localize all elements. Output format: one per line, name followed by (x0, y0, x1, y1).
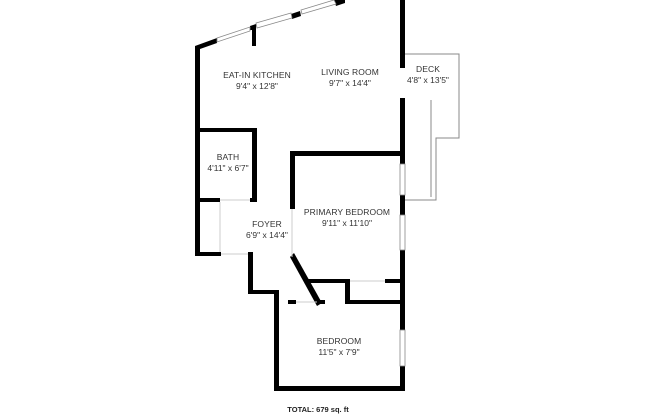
room-label-bath: BATH 4'11" x 6'7" (207, 152, 248, 174)
room-label-foyer: FOYER 6'9" x 14'4" (246, 219, 288, 241)
room-dimensions: 4'11" x 6'7" (207, 163, 249, 173)
room-label-eat-in-kitchen: EAT-IN KITCHEN 9'4" x 12'8" (223, 70, 291, 92)
room-dimensions: 9'4" x 12'8" (236, 81, 278, 91)
room-label-deck: DECK 4'8" x 13'5" (407, 64, 449, 86)
room-dimensions: 9'11" x 11'10" (321, 218, 373, 228)
room-label-bedroom: BEDROOM 11'5" x 7'9" (317, 336, 362, 358)
total-area: TOTAL: 679 sq. ft (287, 405, 349, 414)
windows (216, 0, 406, 367)
room-name: BEDROOM (316, 336, 362, 346)
room-name: BATH (216, 152, 240, 162)
room-label-primary-bedroom: PRIMARY BEDROOM 9'11" x 11'10" (304, 207, 390, 229)
room-name: PRIMARY BEDROOM (303, 207, 391, 217)
door-openings (219, 199, 385, 303)
room-name: LIVING ROOM (321, 67, 379, 77)
deck-outline (405, 53, 460, 201)
walls (195, 0, 405, 391)
room-name: DECK (415, 64, 441, 74)
room-dimensions: 6'9" x 14'4" (246, 230, 288, 240)
room-label-living-room: LIVING ROOM 9'7" x 14'4" (321, 67, 379, 89)
room-dimensions: 9'7" x 14'4" (329, 78, 371, 88)
room-name: EAT-IN KITCHEN (223, 70, 291, 80)
room-name: FOYER (252, 219, 282, 229)
room-dimensions: 4'8" x 13'5" (407, 75, 449, 85)
room-dimensions: 11'5" x 7'9" (318, 347, 360, 357)
